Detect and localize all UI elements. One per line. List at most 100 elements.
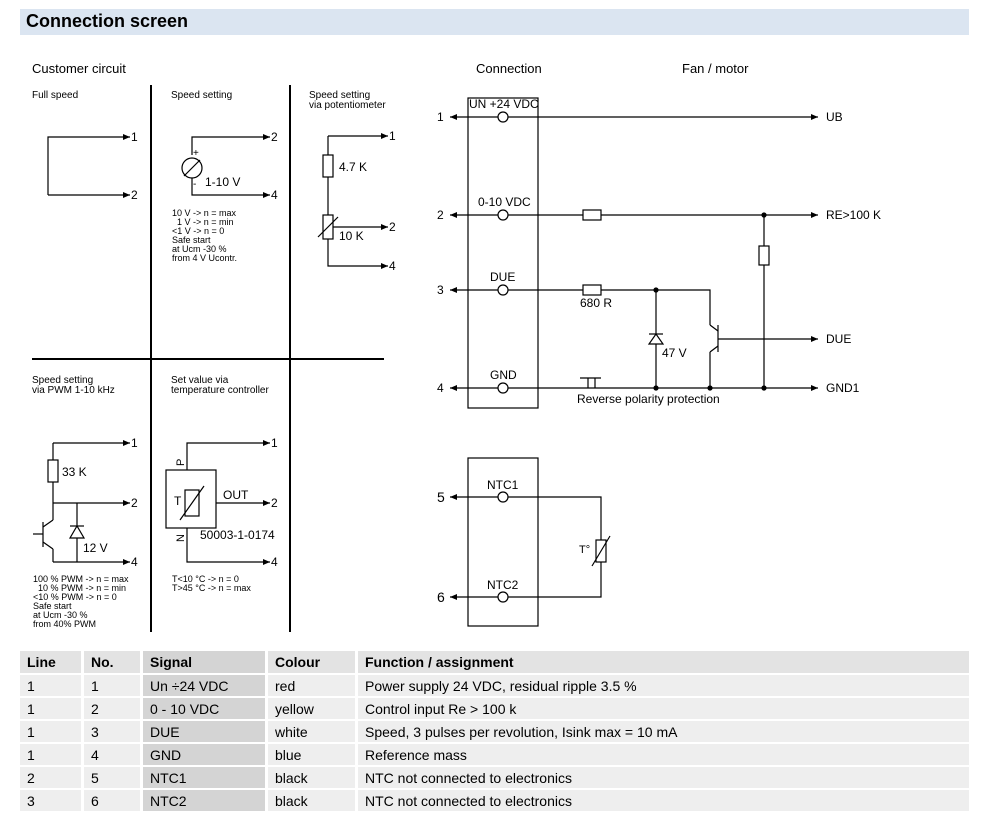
line-5-number: 5 [437, 489, 445, 505]
table-cell: 1 [84, 675, 143, 696]
page-title: Connection screen [26, 11, 189, 31]
table-cell: 1 [20, 675, 84, 696]
terminal-label: 1 [389, 129, 396, 143]
terminal-1-label: UN +24 VDC [469, 97, 539, 111]
temp-title-1: Set value via [171, 375, 229, 386]
table-cell: white [268, 721, 358, 742]
table-cell: 1 [20, 744, 84, 765]
output-due: DUE [826, 332, 851, 346]
table-cell: 5 [84, 767, 143, 788]
pwm-title-2: via PWM 1-10 kHz [32, 385, 115, 396]
terminal-label: 2 [131, 188, 138, 202]
terminal-label: 2 [271, 496, 278, 510]
table-cell: 2 [84, 698, 143, 719]
table-cell: 0 - 10 VDC [143, 698, 268, 719]
temperature-controller-circuit [165, 440, 270, 565]
temp-n-label: N [175, 534, 187, 542]
terminal-3-label: DUE [490, 270, 515, 284]
table-cell: 3 [84, 721, 143, 742]
terminal-6-label: NTC2 [487, 578, 519, 592]
table-cell: Control input Re > 100 k [358, 698, 969, 719]
table-cell: GND [143, 744, 268, 765]
full-speed-circuit [47, 134, 130, 198]
line-3-number: 3 [437, 283, 444, 297]
table-cell: yellow [268, 698, 358, 719]
table-row: 1 3 DUE white Speed, 3 pulses per revolu… [20, 721, 969, 742]
line-6-number: 6 [437, 589, 445, 605]
pot-r1-label: 4.7 K [339, 160, 367, 174]
output-re: RE>100 K [826, 208, 881, 222]
table-cell: red [268, 675, 358, 696]
pwm-note: at Ucm -30 % [33, 610, 88, 620]
resistor-680r-label: 680 R [580, 296, 612, 310]
table-cell: 1 [20, 698, 84, 719]
terminal-label: 4 [389, 259, 396, 273]
ntc-t-label: T° [579, 544, 590, 556]
terminal-label: 4 [131, 555, 138, 569]
plus-sign: + [193, 148, 199, 159]
temp-p-label: P [175, 459, 187, 466]
source-voltage-label: 1-10 V [205, 175, 240, 189]
temp-part-label: 50003-1-0174 [200, 528, 275, 542]
terminal-label: 4 [271, 555, 278, 569]
temp-t-label: T [174, 494, 182, 508]
pot-title-2: via potentiometer [309, 100, 386, 111]
full-speed-title: Full speed [32, 90, 78, 101]
table-cell: blue [268, 744, 358, 765]
table-cell: NTC1 [143, 767, 268, 788]
output-gnd1: GND1 [826, 381, 860, 395]
pwm-note: 10 % PWM -> n = min [33, 583, 126, 593]
table-row: 3 6 NTC2 black NTC not connected to elec… [20, 790, 969, 811]
column-header: No. [84, 651, 143, 673]
table-cell: NTC not connected to electronics [358, 767, 969, 788]
line-2-number: 2 [437, 208, 444, 222]
connection-table: Line No. Signal Colour Function / assign… [20, 649, 969, 813]
pwm-circuit [33, 440, 130, 565]
table-row: 1 4 GND blue Reference mass [20, 744, 969, 765]
minus-sign: - [193, 179, 196, 190]
connection-heading: Connection [476, 61, 542, 76]
table-row: 1 1 Un ÷24 VDC red Power supply 24 VDC, … [20, 675, 969, 696]
table-cell: 2 [20, 767, 84, 788]
table-cell: black [268, 790, 358, 811]
output-ub: UB [826, 110, 843, 124]
temp-out-label: OUT [223, 488, 249, 502]
pwm-note: 100 % PWM -> n = max [33, 574, 129, 584]
column-header: Colour [268, 651, 358, 673]
page-header: Connection screen [20, 9, 969, 35]
terminal-label: 1 [131, 130, 138, 144]
column-header: Signal [143, 651, 268, 673]
table-cell: Reference mass [358, 744, 969, 765]
pwm-note: <10 % PWM -> n = 0 [33, 592, 117, 602]
terminal-label: 2 [389, 220, 396, 234]
table-cell: black [268, 767, 358, 788]
column-header: Line [20, 651, 84, 673]
zener-47v-label: 47 V [662, 346, 687, 360]
pot-r2-label: 10 K [339, 229, 364, 243]
table-cell: Power supply 24 VDC, residual ripple 3.5… [358, 675, 969, 696]
speed-note: at Ucm -30 % [172, 244, 227, 254]
fan-motor-heading: Fan / motor [682, 61, 749, 76]
terminal-label: 1 [271, 436, 278, 450]
pwm-z-label: 12 V [83, 541, 108, 555]
pot-title-1: Speed setting [309, 90, 370, 101]
line-4-number: 4 [437, 381, 444, 395]
pwm-note: from 40% PWM [33, 619, 96, 629]
pwm-title-1: Speed setting [32, 375, 93, 386]
speed-note: <1 V -> n = 0 [172, 226, 224, 236]
speed-note: from 4 V Ucontr. [172, 253, 237, 263]
terminal-label: 2 [131, 496, 138, 510]
table-cell: DUE [143, 721, 268, 742]
terminal-label: 2 [271, 130, 278, 144]
table-cell: NTC not connected to electronics [358, 790, 969, 811]
table-cell: Un ÷24 VDC [143, 675, 268, 696]
pwm-note: Safe start [33, 601, 72, 611]
terminal-5-label: NTC1 [487, 478, 519, 492]
speed-setting-title: Speed setting [171, 90, 232, 101]
terminal-2-label: 0-10 VDC [478, 195, 531, 209]
speed-note: 10 V -> n = max [172, 208, 237, 218]
connector-block [467, 97, 539, 409]
temp-note: T>45 °C -> n = max [172, 583, 251, 593]
terminal-label: 1 [131, 436, 138, 450]
speed-setting-circuit [181, 134, 270, 198]
